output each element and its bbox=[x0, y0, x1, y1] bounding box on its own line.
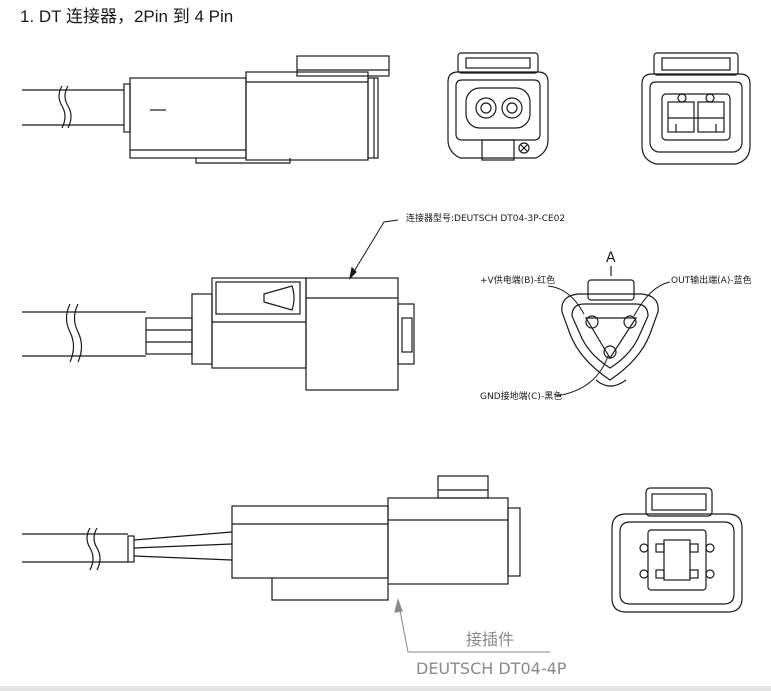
pin-a-label: OUT输出端(A)-蓝色 bbox=[671, 274, 752, 286]
dt-3pin-side-view bbox=[22, 277, 415, 391]
connector-label-4p: DEUTSCH DT04-4P bbox=[416, 659, 567, 678]
page-title: 1. DT 连接器，2Pin 到 4 Pin bbox=[20, 7, 234, 26]
pin-c-label: GND接地端(C)-黑色 bbox=[480, 390, 562, 402]
view-a-label: A bbox=[606, 250, 616, 266]
pin-b-label: +V供电端(B)-红色 bbox=[480, 274, 555, 286]
dt-4pin-face-view bbox=[611, 487, 743, 613]
dt-3pin-face-view: A bbox=[561, 250, 659, 387]
dt-4pin-side-view bbox=[22, 475, 521, 601]
model-label-3p: 连接器型号:DEUTSCH DT04-3P-CE02 bbox=[406, 212, 565, 224]
bottom-border bbox=[0, 686, 771, 691]
dt-2pin-front-view bbox=[447, 52, 549, 161]
connector-label-cn: 接插件 bbox=[466, 630, 514, 649]
dt-2pin-side-view bbox=[22, 55, 390, 164]
dt-2pin-rear-view bbox=[641, 52, 751, 165]
